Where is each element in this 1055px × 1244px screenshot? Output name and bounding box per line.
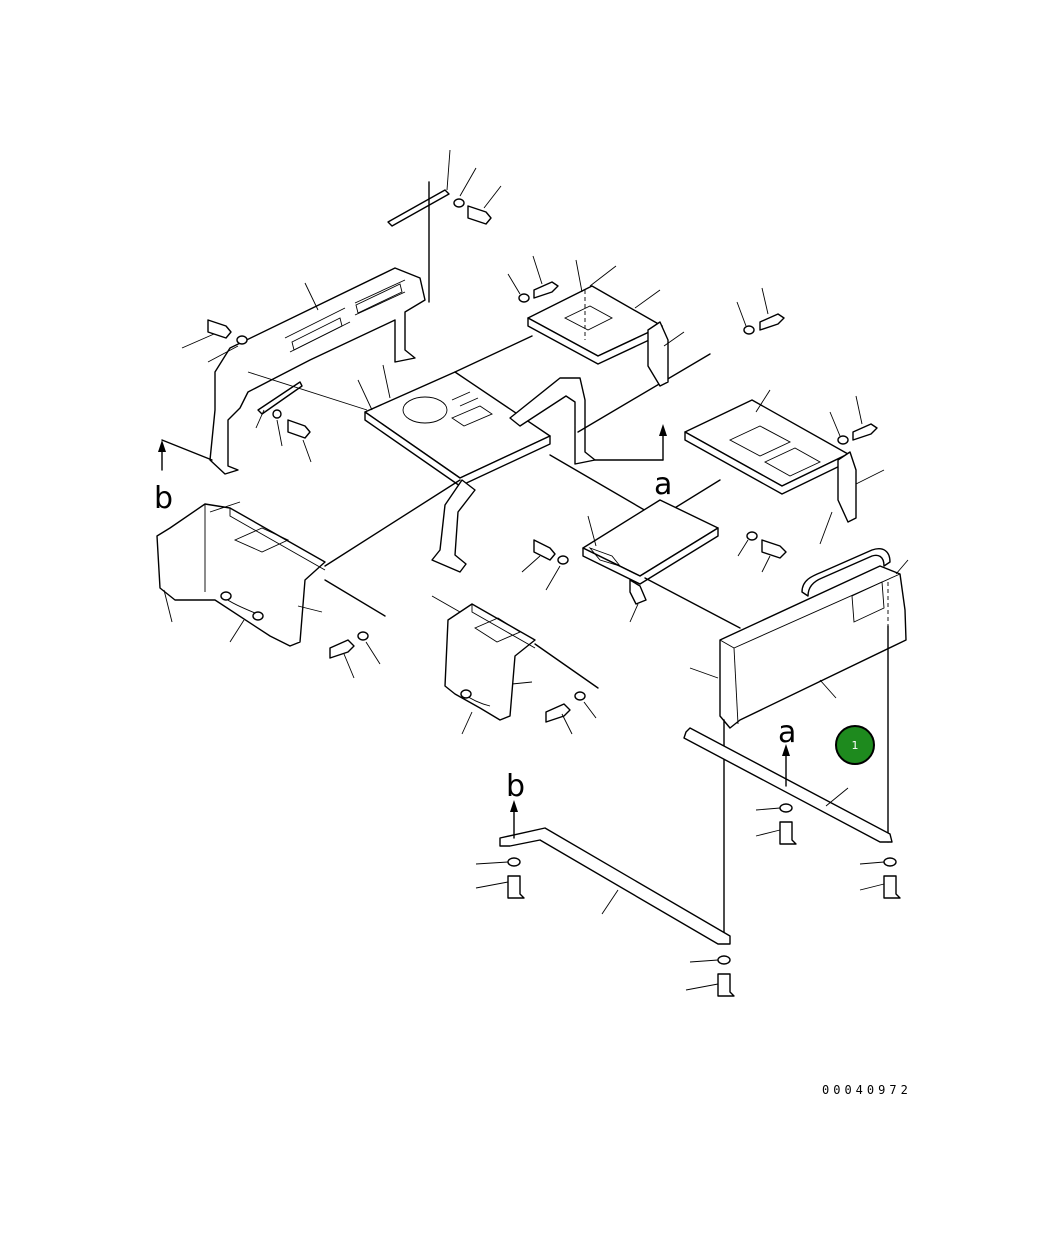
view-arrow-b-left: b (154, 439, 213, 516)
drawing-number: 00040972 (822, 1083, 912, 1097)
view-label-b-bottom: b (506, 769, 525, 804)
view-label-a-lower: a (778, 715, 796, 750)
callout-item-1[interactable]: 1 (835, 725, 875, 765)
left-upper-cover (181, 267, 426, 475)
center-lower-cover (431, 595, 599, 735)
right-upper-cover (651, 389, 885, 545)
lower-right-rail: a (683, 715, 901, 899)
view-label-b-left: b (154, 481, 173, 516)
view-arrow-a-upper: a (594, 424, 672, 502)
lower-left-rail: b (475, 769, 735, 997)
upper-center-cover (507, 255, 785, 387)
left-lower-cover (156, 479, 461, 679)
mid-plate-bracket (521, 499, 787, 629)
callout-item-1-label: 1 (852, 739, 859, 752)
right-side-panel (689, 548, 909, 939)
top-rod-assembly (387, 149, 502, 303)
callout-item-1-badge (835, 725, 875, 765)
view-label-a-upper: a (654, 467, 672, 502)
